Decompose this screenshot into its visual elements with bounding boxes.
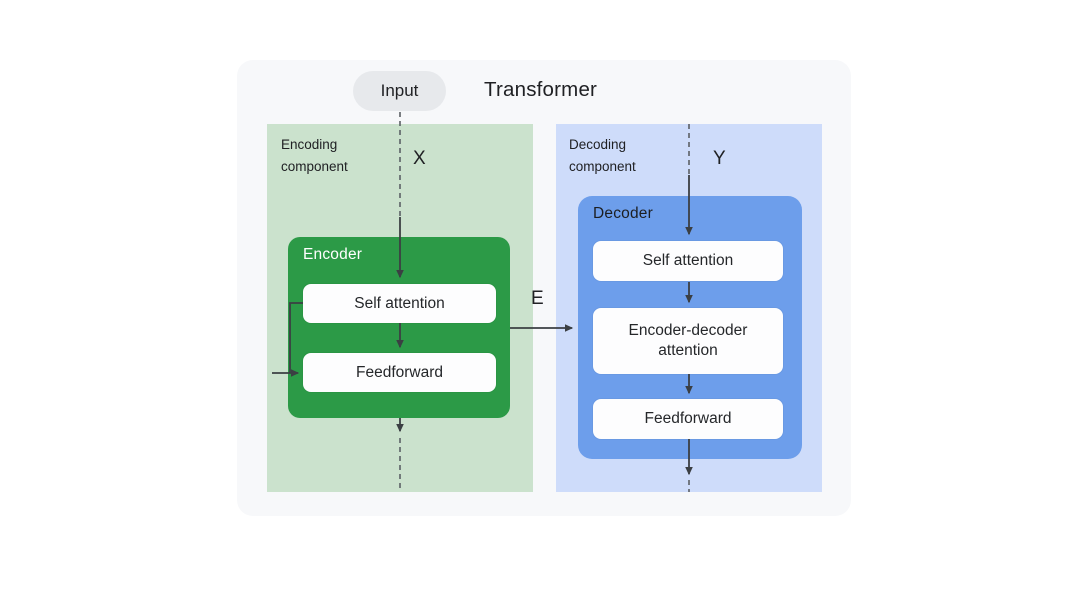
diagram-title: Transformer — [484, 78, 598, 101]
decoder-self-attention-block: Self attention — [593, 241, 783, 281]
decoder-encoder-decoder-attention-block: Encoder-decoder attention — [593, 308, 783, 374]
decoding-component-label: Decoding component — [569, 137, 636, 174]
encoder-output-e-label: E — [531, 288, 544, 309]
encoder-box: Encoder Self attention Feedforward — [288, 237, 510, 418]
encoding-component-label: Encoding component — [281, 137, 348, 174]
input-pill-label: Input — [380, 81, 419, 100]
input-y-label: Y — [713, 148, 726, 169]
encoder-self-attention-block: Self attention — [303, 284, 496, 323]
input-x-label: X — [413, 148, 426, 169]
encoder-box-title: Encoder — [303, 246, 363, 263]
encoder-feedforward-block: Feedforward — [303, 353, 496, 392]
decoder-box-title: Decoder — [593, 205, 653, 222]
input-pill: Input — [353, 71, 446, 111]
decoder-feedforward-block: Feedforward — [593, 399, 783, 439]
decoder-box: Decoder Self attention Encoder-decoder a… — [578, 196, 802, 459]
